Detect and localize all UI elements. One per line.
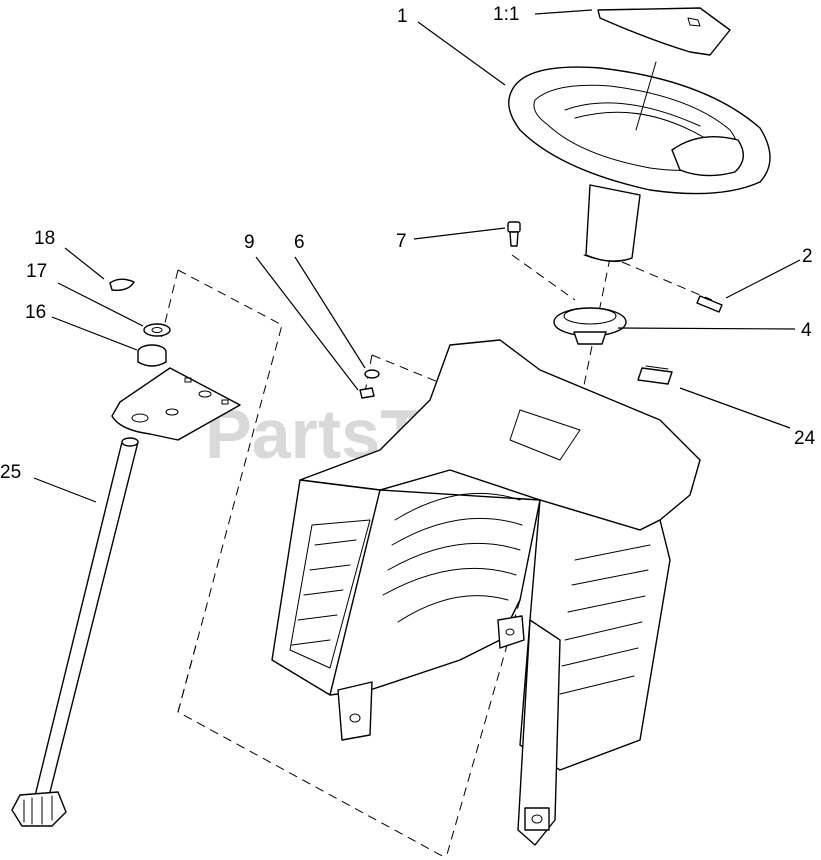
- washer-and-nut: [359, 369, 380, 399]
- steering-hub: [553, 307, 627, 345]
- emblem-1-1: [597, 7, 731, 56]
- callout-17: 17: [26, 261, 47, 282]
- callout-24: 24: [794, 428, 816, 449]
- column-bracket: [111, 367, 241, 441]
- callouts: 1 1:1 2 4 6 7 9 16 17 18 24 25: [0, 4, 816, 483]
- callout-1-1: 1:1: [493, 4, 519, 25]
- callout-4: 4: [801, 320, 812, 341]
- callout-6: 6: [294, 232, 305, 253]
- plug-cap: [637, 365, 673, 385]
- callout-7: 7: [396, 231, 407, 252]
- screw: [507, 221, 521, 247]
- callout-18: 18: [34, 228, 55, 249]
- callout-16: 16: [25, 302, 46, 323]
- leader-lines: [33, 9, 801, 503]
- callout-25: 25: [0, 462, 21, 483]
- roll-pin: [696, 295, 723, 313]
- steering-wheel: [508, 61, 771, 263]
- callout-1: 1: [397, 6, 408, 27]
- dash-console: [271, 339, 701, 846]
- steering-shaft: [11, 437, 139, 827]
- callout-9: 9: [244, 232, 255, 253]
- column-hardware: [109, 278, 171, 367]
- callout-2: 2: [802, 246, 813, 267]
